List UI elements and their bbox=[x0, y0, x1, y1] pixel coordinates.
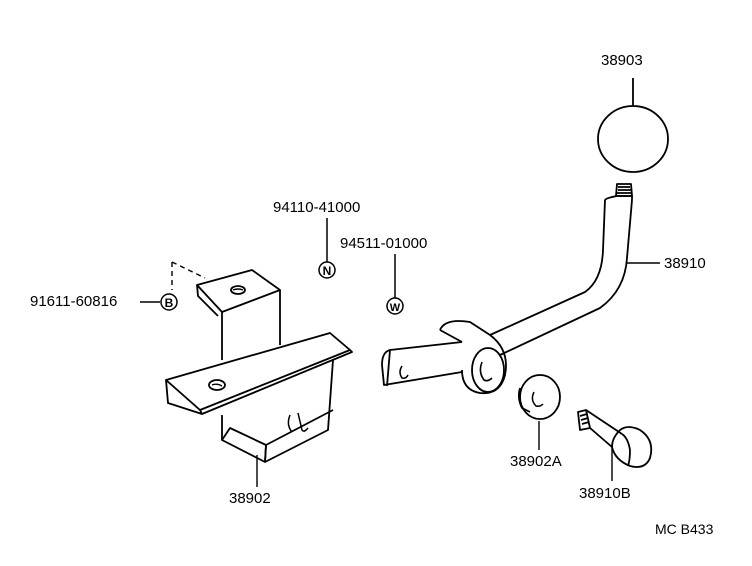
bracket-38902 bbox=[165, 261, 353, 487]
bolt-38910B bbox=[577, 409, 653, 481]
callout-letter-B: B bbox=[165, 296, 174, 310]
shift-knob-38903 bbox=[597, 78, 669, 173]
part-label-38902A: 38902A bbox=[510, 453, 562, 470]
part-label-94110-41000: 94110-41000 bbox=[273, 199, 361, 216]
shift-lever-38910 bbox=[381, 183, 660, 395]
part-label-38910B: 38910B bbox=[579, 485, 631, 502]
part-label-38910: 38910 bbox=[664, 255, 706, 272]
diagram-code: MC B433 bbox=[655, 521, 714, 537]
callout-letter-N: N bbox=[323, 264, 332, 278]
callout-94511 bbox=[386, 254, 404, 315]
callout-91611 bbox=[140, 293, 178, 311]
part-label-38902: 38902 bbox=[229, 490, 271, 507]
part-label-38903: 38903 bbox=[601, 52, 643, 69]
callout-letter-W: W bbox=[390, 302, 401, 314]
part-label-94511-01000: 94511-01000 bbox=[340, 235, 428, 252]
callout-94110 bbox=[318, 218, 336, 279]
part-label-91611-60816: 91611-60816 bbox=[30, 293, 118, 310]
bushing-38902A bbox=[517, 374, 561, 450]
